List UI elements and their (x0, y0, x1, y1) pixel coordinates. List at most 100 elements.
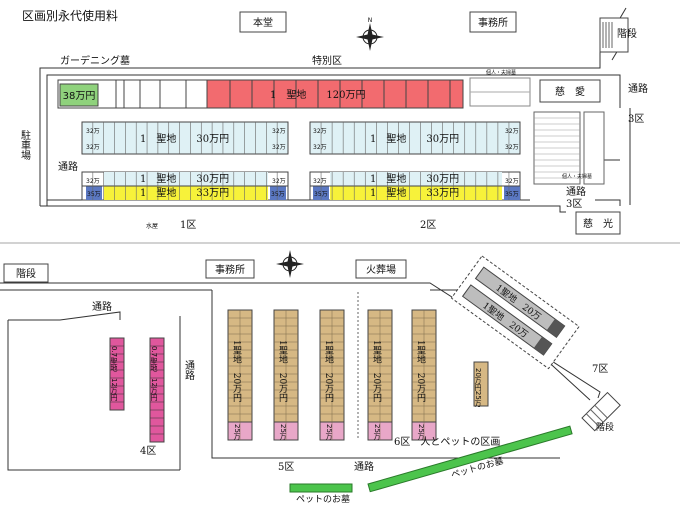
area2-side32-b: 32万 (505, 128, 519, 135)
area-col-small-price: 25万 (279, 424, 287, 441)
area1-side35-b: 35万 (271, 191, 285, 198)
area6-block: 1聖地 20万円 25万 1聖地 20万円 25万 (367, 309, 437, 441)
special-label: 特別区 (312, 55, 342, 67)
honden-label: 本堂 (253, 16, 273, 29)
pet-grave-strip-2 (367, 425, 573, 493)
compass-icon: N (356, 17, 384, 51)
area1-side35-a: 35万 (87, 191, 101, 198)
road-right-top-label: 通路 (628, 82, 648, 95)
jiai-building (539, 79, 601, 103)
area-col-price: 1聖地 20万円 (231, 340, 242, 403)
jiko-label: 慈 光 (583, 217, 613, 230)
pet-grave-strip-1 (289, 483, 353, 493)
stairs-top-label: 階段 (617, 27, 637, 40)
special-dividers (229, 80, 451, 108)
mizuya-label: 水屋 (146, 222, 158, 230)
kojin-label-1: 個人・夫婦墓 (486, 69, 516, 76)
map-title: 区画別永代使用料 (22, 8, 118, 23)
crematorium-label: 火葬場 (366, 263, 396, 276)
area-col-small-price: 25万 (373, 424, 381, 441)
road-5-label: 通路 (183, 360, 195, 381)
area5-label: 5区 (278, 461, 294, 473)
compass-icon-bottom (276, 250, 304, 278)
area1-label: 1区 (180, 219, 196, 231)
area1-row1b-price: 1 聖地 30万円 (140, 172, 229, 185)
area4-col2-price: 0.7聖地 12万円 (150, 346, 158, 402)
area1-side32-b: 32万 (272, 128, 286, 135)
area2-side35-b: 35万 (505, 191, 519, 198)
area1-side32-f: 32万 (272, 178, 286, 185)
road-4-label: 通路 (92, 300, 112, 313)
area-col-small-price: 25万 (325, 424, 333, 441)
area-col-price: 1聖地 20万円 (323, 340, 334, 403)
jiai-label: 慈 愛 (555, 85, 585, 98)
area1-block (81, 121, 289, 201)
area1-side32-c: 32万 (86, 144, 100, 151)
area6-single-plot (473, 361, 489, 407)
stairs-bottom (581, 391, 621, 432)
area4-label: 4区 (140, 445, 156, 457)
area2-row1b-price: 1 聖地 30万円 (370, 172, 459, 185)
area6-label: 6区 人とペットの区画 (394, 436, 500, 448)
area4-col1 (109, 337, 125, 411)
area7-label: 7区 (592, 363, 608, 375)
area2-row2-price: 1 聖地 33万円 (370, 186, 459, 199)
area2-side32-c: 32万 (313, 144, 327, 151)
area2-block (309, 121, 521, 201)
area4-grid (110, 345, 164, 435)
area4-col2 (149, 337, 165, 443)
area1-side32-a: 32万 (86, 128, 100, 135)
area1-grid (92, 122, 278, 200)
area2-grid (320, 122, 510, 200)
area-col-price: 1聖地 20万円 (371, 340, 382, 403)
area-col-price: 1聖地 20万円 (277, 340, 288, 403)
stairs-bottom-label: 階段 (596, 421, 614, 433)
honden-building (239, 11, 287, 33)
area2-label: 2区 (420, 219, 436, 231)
area3-b-label: 3区 (566, 198, 582, 210)
area2-side32-d: 32万 (505, 144, 519, 151)
area2-row1-price: 1 聖地 30万円 (370, 132, 459, 145)
area1-side32-e: 32万 (86, 178, 100, 185)
kojin-label-2: 個人・夫婦墓 (562, 173, 592, 180)
crematorium-building (355, 259, 407, 279)
parking-label: 駐車場 (19, 129, 31, 161)
area3-grid (534, 117, 580, 179)
area5-block: 1聖地 20万円 25万 1聖地 20万円 25万 1聖地 20万円 25万 (227, 309, 345, 441)
area2-side32-a: 32万 (313, 128, 327, 135)
pet-grave-label-1: ペットのお墓 (296, 493, 350, 505)
road-bottom-label: 通路 (354, 460, 374, 473)
office-bottom-building (205, 259, 255, 279)
road-left-label: 通路 (58, 160, 78, 173)
stairs-top (599, 17, 629, 53)
area3-a-label: 3区 (628, 113, 644, 125)
garden-dividers (115, 80, 187, 108)
area2-side35-a: 35万 (314, 191, 328, 198)
office-top-label: 事務所 (478, 16, 508, 29)
office-bottom-label: 事務所 (215, 263, 245, 276)
area2-side32-f: 32万 (505, 178, 519, 185)
area-col-small-price: 25万 (233, 424, 241, 441)
area3-strip-2 (583, 111, 605, 185)
svg-text:N: N (368, 17, 373, 24)
garden-price: 38万円 (63, 91, 96, 102)
area1-side32-d: 32万 (272, 144, 286, 151)
area2-side32-e: 32万 (313, 178, 327, 185)
jiko-building (575, 211, 621, 235)
stairs-left (3, 263, 49, 283)
area-col-small-price: 25万 (417, 424, 425, 441)
area6-single-price: 20万円25万 (474, 368, 482, 408)
area-col-price: 1聖地 20万円 (415, 340, 426, 403)
stairs-left-label: 階段 (16, 267, 36, 280)
area4-col1-price: 0.7聖地 12万円 (110, 346, 118, 402)
area7-block: 1聖地 20万 1聖地 20万 (450, 255, 580, 370)
stairs-top-steps (602, 22, 613, 48)
area1-row2-price: 1 聖地 33万円 (140, 186, 229, 199)
garden-38-plot (59, 83, 99, 107)
special-price: 1 聖地 120万円 (270, 88, 365, 101)
road-3-right-label: 通路 (566, 185, 586, 198)
area1-row1-price: 1 聖地 30万円 (140, 132, 229, 145)
special-zone (206, 79, 464, 109)
office-top-building (469, 11, 517, 33)
